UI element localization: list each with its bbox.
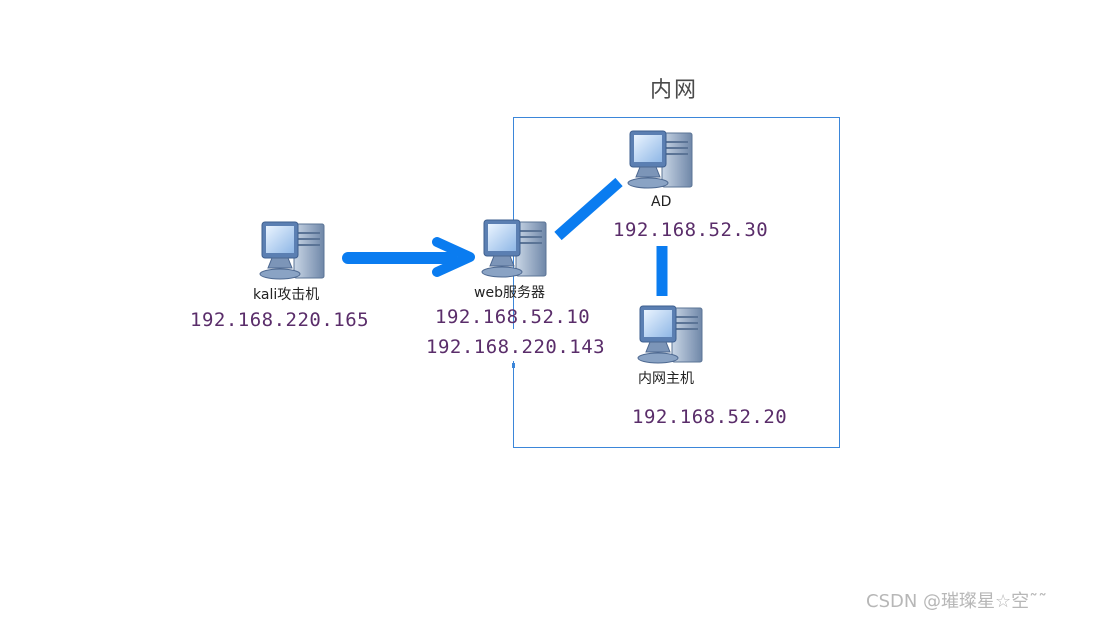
computer-icon xyxy=(627,130,693,189)
region-border-mark xyxy=(512,363,515,368)
web-server-internal-ip: 192.168.52.10 xyxy=(435,306,591,328)
attack-arrowhead xyxy=(432,237,475,277)
kali-label: kali攻击机 xyxy=(253,287,320,303)
intranet-host-label: 内网主机 xyxy=(638,371,694,387)
ad-ip: 192.168.52.30 xyxy=(613,219,769,241)
ad-label: AD xyxy=(651,194,672,210)
region-border-gap xyxy=(508,329,520,361)
computer-icon xyxy=(259,221,325,280)
computer-icon xyxy=(637,305,703,364)
kali-ip: 192.168.220.165 xyxy=(190,309,370,331)
watermark: CSDN @璀璨星☆空˜˜ xyxy=(866,591,1048,612)
link-web-ad xyxy=(554,177,623,241)
intranet-region-box xyxy=(513,117,840,448)
computer-icon xyxy=(481,219,547,278)
web-server-label: web服务器 xyxy=(474,285,545,301)
web-server-external-ip: 192.168.220.143 xyxy=(426,336,606,358)
intranet-host-ip: 192.168.52.20 xyxy=(632,406,788,428)
intranet-region-title: 内网 xyxy=(650,78,699,103)
